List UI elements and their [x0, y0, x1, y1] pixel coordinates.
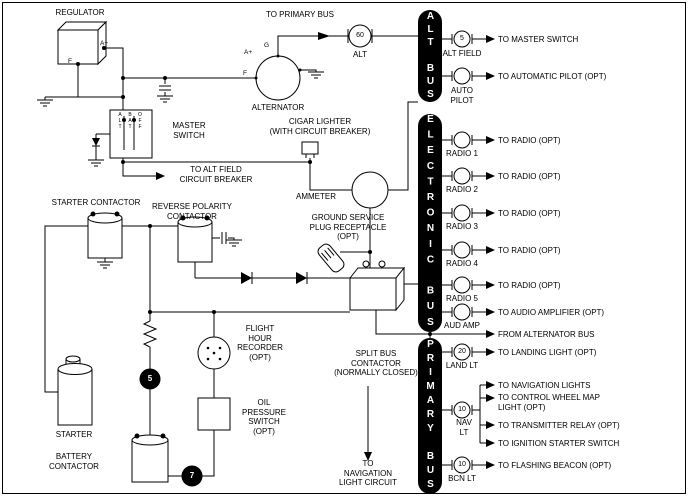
aud-amp-label: AUD AMP: [443, 321, 480, 330]
radio-2-label: RADIO 2: [445, 185, 478, 194]
to-control-wheel-map-label: TO CONTROL WHEEL MAP LIGHT (OPT): [498, 393, 600, 412]
to-navigation-lights-label: TO NAVIGATION LIGHTS: [498, 381, 591, 390]
alt-field-label: ALT FIELD: [442, 49, 482, 58]
radio-1-label: RADIO 1: [445, 149, 478, 158]
starter-contactor-label: STARTER CONTACTOR: [51, 198, 141, 207]
alternator-label: ALTERNATOR: [251, 103, 305, 112]
to-radio-3-label: TO RADIO (OPT): [498, 209, 561, 218]
arrow-symbols: [156, 32, 495, 469]
fuse-5-number: 5: [147, 374, 153, 383]
to-flashing-beacon-label: TO FLASHING BEACON (OPT): [498, 461, 612, 470]
to-master-switch-label: TO MASTER SWITCH: [498, 35, 579, 44]
wires: [44, 35, 486, 477]
to-landing-light-label: TO LANDING LIGHT (OPT): [498, 348, 597, 357]
alt-field-breaker-rating: 5: [460, 35, 464, 42]
master-switch-symbol: [109, 109, 153, 159]
starter-symbol: [57, 355, 93, 426]
radio-4-label: RADIO 4: [445, 259, 478, 268]
to-nav-circuit-label: TO NAVIGATION LIGHT CIRCUIT: [338, 459, 398, 487]
fuse-symbols: [139, 368, 203, 487]
bcn-lt-label: BCN LT: [448, 474, 476, 483]
to-radio-1-label: TO RADIO (OPT): [498, 136, 561, 145]
reverse-polarity-label: REVERSE POLARITY CONTACTOR: [151, 202, 233, 221]
master-switch-label: MASTER SWITCH: [172, 121, 206, 140]
ground-service-plug-symbol: [317, 243, 345, 273]
alternator-a-terminal-label: A+: [244, 49, 253, 56]
capacitor-symbol-2: [221, 232, 227, 244]
auto-pilot-label: AUTO PILOT: [450, 86, 474, 105]
ground-symbols: [37, 71, 324, 269]
electronic-bus-bar: ELECTRONIC BUS: [418, 114, 442, 332]
oil-pressure-label: OIL PRESSURE SWITCH (OPT): [241, 398, 286, 436]
diode-symbol: [92, 138, 100, 147]
regulator-a-terminal-label: A+: [100, 40, 109, 47]
alternator-symbol: [254, 54, 302, 101]
bcn-lt-breaker-rating: 10: [458, 461, 466, 468]
to-radio-5-label: TO RADIO (OPT): [498, 281, 561, 290]
starter-label: STARTER: [55, 430, 93, 439]
alt-breaker-label: ALT: [352, 50, 368, 59]
to-ignition-starter-label: TO IGNITION STARTER SWITCH: [498, 439, 620, 448]
to-radio-4-label: TO RADIO (OPT): [498, 246, 561, 255]
junction-dots: [121, 76, 432, 336]
battery-contactor-label: BATTERY CONTACTOR: [49, 452, 99, 471]
nav-lt-breaker-rating: 10: [458, 406, 466, 413]
split-bus-contactor-symbol: [348, 260, 406, 312]
switch-alt-label: ALT: [117, 112, 123, 130]
battery-contactor-symbol: [131, 433, 169, 483]
land-lt-breaker-rating: 20: [458, 348, 466, 355]
to-radio-2-label: TO RADIO (OPT): [498, 172, 561, 181]
to-alt-field-label: TO ALT FIELD CIRCUIT BREAKER: [179, 165, 253, 184]
alt-breaker-rating: 60: [356, 32, 364, 39]
to-audio-amplifier-label: TO AUDIO AMPLIFIER (OPT): [498, 308, 605, 317]
regulator-symbol: [56, 20, 108, 66]
cigar-lighter-symbol: [301, 141, 319, 158]
alt-bus-bar: ALT BUS: [418, 10, 442, 102]
switch-bat-label: BAT: [127, 112, 133, 130]
primary-bus-bar: PRIMARY BUS: [418, 338, 442, 494]
alternator-g-terminal-label: G: [264, 42, 270, 49]
resistor-symbol: [142, 318, 158, 350]
from-alternator-bus-label: FROM ALTERNATOR BUS: [498, 330, 595, 339]
radio-3-label: RADIO 3: [445, 222, 478, 231]
cigar-lighter-label: CIGAR LIGHTER (WITH CIRCUIT BREAKER): [269, 117, 371, 136]
flight-hour-label: FLIGHT HOUR RECORDER (OPT): [237, 324, 283, 362]
radio-5-label: RADIO 5: [445, 294, 478, 303]
to-automatic-pilot-label: TO AUTOMATIC PILOT (OPT): [498, 72, 607, 81]
ammeter-label: AMMETER: [296, 192, 336, 201]
oil-pressure-switch-symbol: [197, 397, 231, 431]
nav-lt-label: NAV LT: [456, 418, 472, 437]
breaker-symbols: [347, 24, 473, 474]
split-bus-label: SPLIT BUS CONTACTOR (NORMALLY CLOSED): [334, 349, 418, 377]
ammeter-symbol: [351, 171, 389, 209]
switch-off-label: OFF: [137, 112, 143, 130]
regulator-f-terminal-label: F: [68, 58, 72, 65]
flight-hour-recorder-symbol: [197, 336, 231, 370]
regulator-label: REGULATOR: [55, 8, 105, 17]
ground-service-label: GROUND SERVICE PLUG RECEPTACLE (OPT): [309, 213, 387, 241]
to-primary-bus-label: TO PRIMARY BUS: [265, 10, 335, 19]
diode-symbol-3: [296, 272, 308, 284]
diode-symbol-2: [241, 272, 253, 284]
starter-contactor-symbol: [87, 211, 123, 259]
alternator-f-terminal-label: F: [243, 70, 247, 77]
component-symbols: [56, 20, 406, 483]
to-transmitter-relay-label: TO TRANSMITTER RELAY (OPT): [498, 421, 620, 430]
land-lt-label: LAND LT: [445, 361, 479, 370]
fuse-7-number: 7: [189, 471, 195, 480]
capacitor-symbol: [159, 85, 171, 91]
reverse-polarity-contactor-symbol: [177, 215, 213, 263]
